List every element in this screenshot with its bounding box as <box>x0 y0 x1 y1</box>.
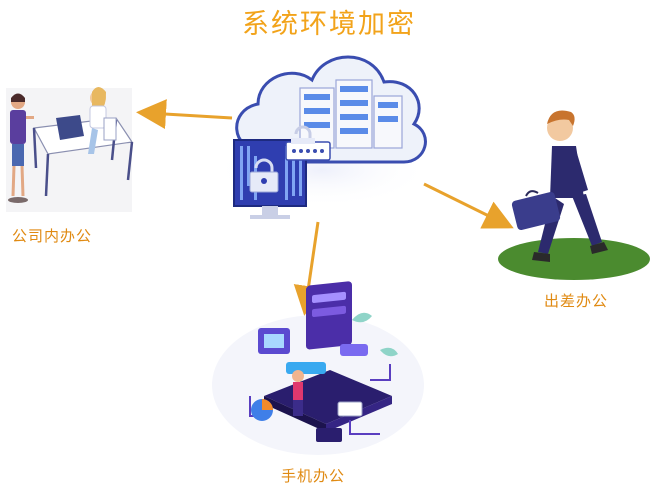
business-trip-illustration <box>498 110 650 280</box>
cloud-server-illustration <box>212 55 432 219</box>
mobile-label: 手机办公 <box>281 467 345 485</box>
office-illustration <box>6 87 134 212</box>
mobile-illustration <box>212 281 424 455</box>
diagram-title: 系统环境加密 <box>242 9 416 40</box>
arrow-to-business-trip <box>423 182 514 229</box>
arrow-to-office <box>136 99 233 130</box>
office-label: 公司内办公 <box>12 227 92 245</box>
business-trip-label: 出差办公 <box>544 292 608 310</box>
